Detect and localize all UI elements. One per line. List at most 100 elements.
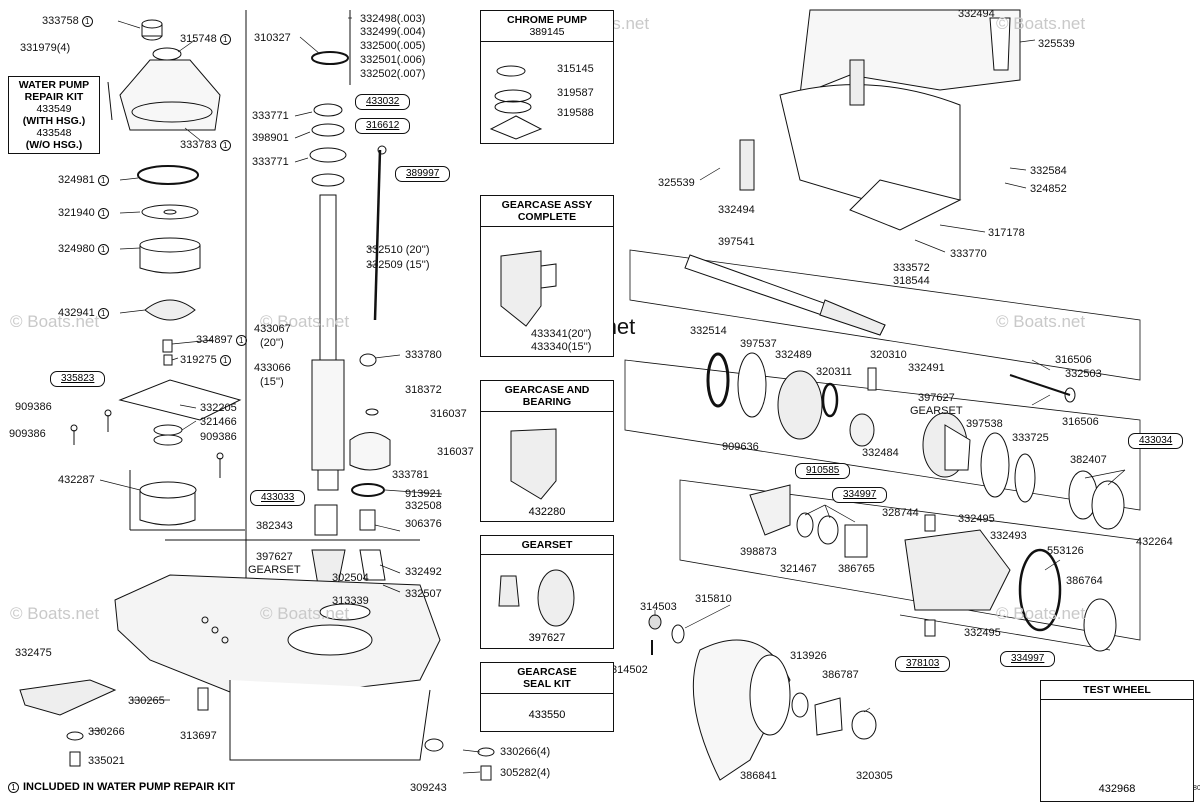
watermark: © Boats.net <box>10 312 100 331</box>
water-pump-kit-box: WATER PUMP REPAIR KIT 433549 (WITH HSG.)… <box>8 76 100 154</box>
tool-callout: 316612 <box>355 118 411 134</box>
part-label: 332501(.006) <box>360 54 426 66</box>
box-title: TEST WHEEL <box>1041 681 1193 700</box>
part-label: 909386 <box>200 431 237 443</box>
part-label: 324852 <box>1030 183 1067 195</box>
tool-callout: 334997 <box>1000 651 1056 667</box>
part-label: 333771 <box>252 110 289 122</box>
part-label: 321467 <box>780 563 817 575</box>
part-label: 909386 <box>15 401 52 413</box>
part-label: 333771 <box>252 156 289 168</box>
part-label: 432264 <box>1136 536 1173 548</box>
part-label: GEARSET <box>910 405 963 417</box>
part-label: 332494 <box>718 204 755 216</box>
upper-housing <box>739 9 1021 231</box>
part-label: 325539 <box>1038 38 1075 50</box>
part-label: 332492 <box>405 566 442 578</box>
part-label: 397538 <box>966 418 1003 430</box>
tool-callout: 433034 <box>1128 433 1184 449</box>
part-label: 332499(.004) <box>360 26 426 38</box>
tool-callout: 378103 <box>895 656 951 672</box>
bearing-drawing <box>510 428 557 500</box>
part-label: 382407 <box>1070 454 1107 466</box>
part-label: 397537 <box>740 338 777 350</box>
part-label: 397627 <box>918 392 955 404</box>
part-label: 314503 <box>640 601 677 613</box>
kit-line: REPAIR KIT <box>24 91 84 103</box>
part-label: 553126 <box>1047 545 1084 557</box>
part-label: 317178 <box>988 227 1025 239</box>
part-label: 305282(4) <box>500 767 551 779</box>
part-label: 333780 <box>405 349 442 361</box>
part-label: 397627 <box>256 551 293 563</box>
part-label: 318372 <box>405 384 442 396</box>
kit-line: (W/O HSG.) <box>25 139 83 151</box>
part-label: 333572 <box>893 262 930 274</box>
part-label: 332205 <box>200 402 237 414</box>
part-label: 332484 <box>862 447 899 459</box>
part-label: 315810 <box>695 593 732 605</box>
part-label: 913921 <box>405 488 442 500</box>
propshaft-frame <box>624 249 1141 651</box>
part-label: 328744 <box>882 507 919 519</box>
tool-callout: 334997 <box>832 487 888 503</box>
part-label: 320310 <box>870 349 907 361</box>
part-label: 332514 <box>690 325 727 337</box>
part-label: 332509 (15'') <box>366 259 430 271</box>
part-label: 302504 <box>332 572 369 584</box>
part-label: 332495 <box>964 627 1001 639</box>
gearcase-drawing <box>500 250 557 327</box>
shift-rod <box>349 145 391 581</box>
part-label: 309243 <box>410 782 447 794</box>
tool-callout: 433032 <box>355 94 411 110</box>
part-label: 909636 <box>722 441 759 453</box>
watermark: © Boats.net <box>996 312 1086 331</box>
part-label: (15'') <box>260 376 284 388</box>
part-label: 332507 <box>405 588 442 600</box>
part-label: 386841 <box>740 770 777 782</box>
part-label: 313339 <box>332 595 369 607</box>
part-label: 432287 <box>58 474 95 486</box>
part-label: 397541 <box>718 236 755 248</box>
gearset-box: GEARSET 397627 <box>480 535 614 649</box>
watermark: © Boats.net <box>260 312 350 331</box>
kit-line: WATER PUMP <box>18 79 90 91</box>
gearset-drawing <box>498 569 575 627</box>
part-label: 397627 <box>528 632 566 644</box>
part-label: 433340(15'') <box>531 341 592 353</box>
watermark: © Boats.net <box>260 604 350 623</box>
part-label: 332491 <box>908 362 945 374</box>
test-wheel-box: TEST WHEEL 432968 <box>1040 680 1194 802</box>
tool-callout: 335823 <box>50 371 106 387</box>
pump-liner-parts <box>118 165 242 526</box>
part-label: 318544 <box>893 275 930 287</box>
part-label: 316037 <box>430 408 467 420</box>
part-label: 333770 <box>950 248 987 260</box>
part-label: 909386 <box>9 428 46 440</box>
part-label: 332502(.007) <box>360 68 426 80</box>
part-label: (20'') <box>260 337 284 349</box>
chrome-pump-drawing <box>489 65 543 140</box>
part-label: 316506 <box>1055 354 1092 366</box>
part-label: 325539 <box>658 177 695 189</box>
part-label: GEARSET <box>248 564 301 576</box>
screw-set <box>70 409 224 478</box>
part-label: 332494 <box>958 8 995 20</box>
lower-gearcase <box>19 574 495 781</box>
part-label: 335021 <box>88 755 125 767</box>
part-label: 330266(4) <box>500 746 551 758</box>
clutch-assembly <box>749 484 1117 652</box>
part-label: 386765 <box>838 563 875 575</box>
driveshaft <box>309 51 349 586</box>
part-label: 320305 <box>856 770 893 782</box>
tool-callout: 389997 <box>395 166 451 182</box>
part-label: 332503 <box>1065 368 1102 380</box>
